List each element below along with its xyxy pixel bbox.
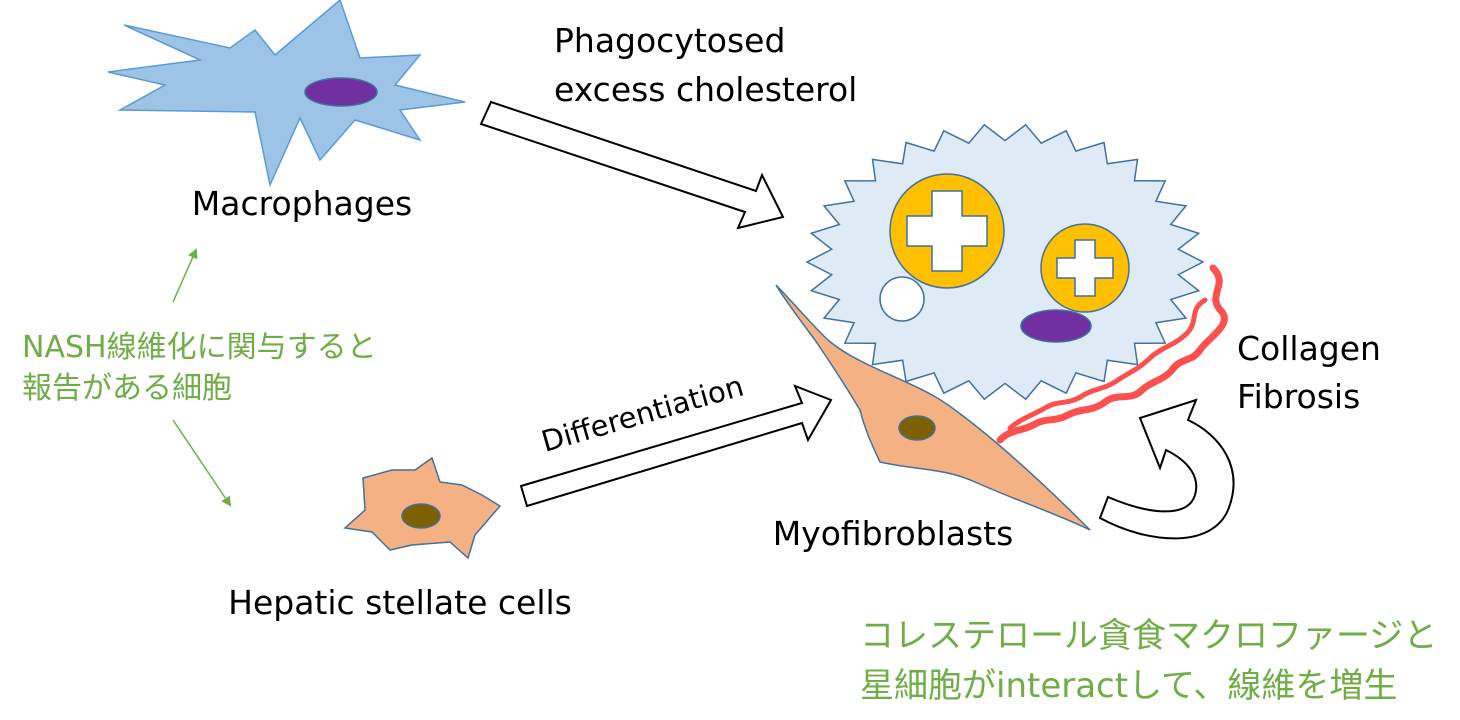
stellate-cell-nucleus [401, 503, 441, 529]
differentiation-arrow [519, 384, 833, 508]
label-phagocytosed-line2: excess cholesterol [554, 70, 857, 109]
phagocytosis-arrow [479, 100, 785, 230]
plus-icon [906, 190, 988, 272]
myofibroblast-body [775, 284, 1091, 531]
note-nash-line2: 報告がある細胞 [22, 371, 232, 406]
macrophage-cell [107, 0, 466, 188]
cholesterol-laden-macrophage [805, 123, 1205, 401]
myofibroblast-nucleus [898, 415, 936, 441]
label-myofibroblasts: Myofibroblasts [773, 514, 1014, 553]
myofibroblast-cell [775, 284, 1091, 531]
green-arrow-to-stellate [172, 419, 232, 507]
label-phagocytosed-line1: Phagocytosed [554, 21, 785, 60]
hepatic-stellate-cell [343, 456, 502, 560]
plus-icon [1056, 239, 1114, 297]
label-macrophages: Macrophages [192, 184, 412, 223]
cholesterol-droplet-large [889, 173, 1005, 289]
macrophage-body [107, 0, 466, 188]
note-nash-line1: NASH線維化に関与すると [22, 330, 377, 365]
foam-cell-nucleus [1020, 309, 1092, 343]
macrophage-nucleus [304, 77, 378, 107]
fibrosis-feedback-arrow [1098, 398, 1235, 540]
vacuole [879, 276, 925, 322]
label-hepatic-stellate-cells: Hepatic stellate cells [228, 583, 572, 622]
label-fibrosis: Fibrosis [1237, 377, 1360, 416]
note-interaction-line1: コレステロール貪食マクロファージと [860, 616, 1437, 656]
collagen-fiber [996, 264, 1228, 444]
note-interaction-line2: 星細胞がinteractして、線維を増生 [860, 666, 1397, 706]
cholesterol-droplet-small [1040, 223, 1130, 313]
green-arrow-to-macrophages [172, 248, 198, 303]
label-collagen: Collagen [1237, 329, 1381, 368]
collagen-fiber-strand [1007, 297, 1208, 431]
foam-cell-body [805, 123, 1205, 401]
